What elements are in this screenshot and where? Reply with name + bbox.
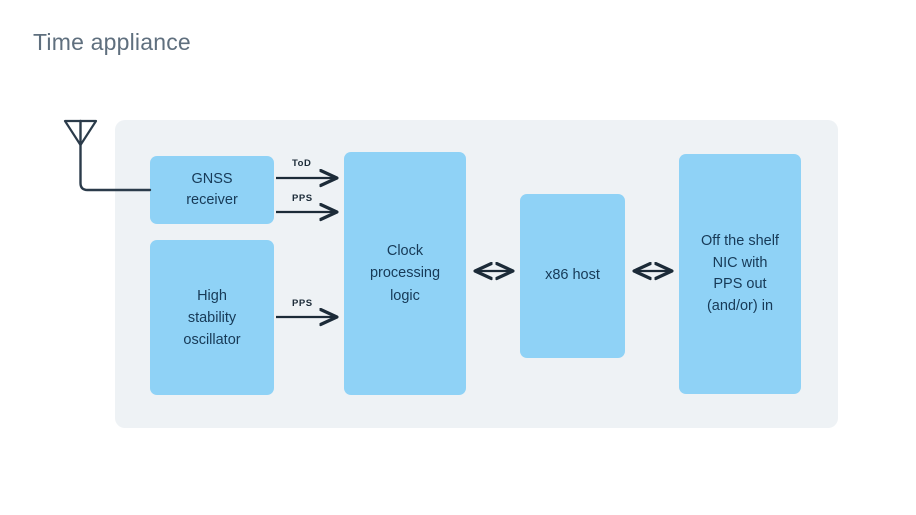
block-x86-host[interactable]: x86 host <box>520 194 625 358</box>
block-gnss-receiver[interactable]: GNSS receiver <box>150 156 274 224</box>
page-title: Time appliance <box>33 29 191 55</box>
signal-label-pps-oscillator: PPS <box>292 298 313 309</box>
block-x86-host-label: x86 host <box>545 267 600 284</box>
block-gnss-receiver-label: GNSS receiver <box>186 170 238 209</box>
block-high-stability-oscillator[interactable]: High stability oscillator <box>150 240 274 395</box>
block-off-the-shelf-nic-label: Off the shelf NIC with PPS out (and/or) … <box>701 233 779 314</box>
block-clock-processing-logic-label: Clock processing logic <box>369 242 441 304</box>
signal-label-pps-gnss: PPS <box>292 193 313 204</box>
block-clock-processing-logic[interactable]: Clock processing logic <box>344 152 466 395</box>
block-off-the-shelf-nic[interactable]: Off the shelf NIC with PPS out (and/or) … <box>679 154 801 394</box>
signal-label-tod: ToD <box>292 158 312 169</box>
block-high-stability-oscillator-label: High stability oscillator <box>183 287 241 348</box>
